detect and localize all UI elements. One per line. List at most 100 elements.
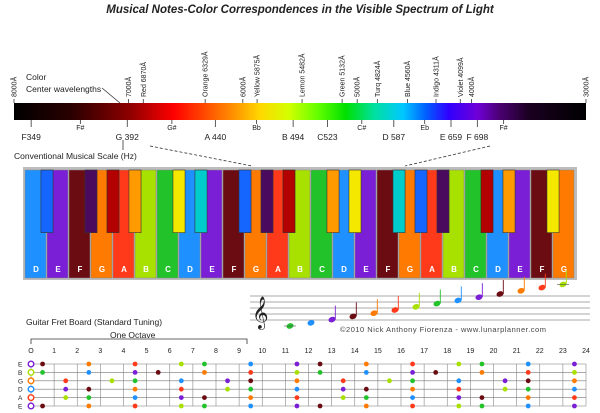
white-key-label: B bbox=[143, 265, 149, 274]
black-key bbox=[194, 169, 208, 233]
fret-note-dot bbox=[572, 361, 577, 367]
wavelength-label: 3000Å bbox=[582, 76, 591, 97]
fret-number: 24 bbox=[582, 348, 590, 355]
fret-number: 2 bbox=[75, 348, 79, 355]
fret-note-dot bbox=[363, 395, 369, 400]
fretboard-title: Guitar Fret Board (Standard Tuning) bbox=[26, 317, 163, 327]
fret-note-dot bbox=[109, 378, 115, 384]
white-key-label: C bbox=[165, 265, 171, 274]
white-key-label: F bbox=[540, 265, 545, 274]
fret-number: 14 bbox=[351, 348, 359, 355]
note-label: F 698 bbox=[466, 132, 488, 142]
black-key bbox=[260, 169, 274, 233]
staff-note bbox=[496, 291, 504, 297]
white-key-label: C bbox=[319, 265, 325, 274]
wavelength-label: Green 5132Å bbox=[338, 55, 347, 97]
string-label: E bbox=[18, 404, 23, 411]
scale-label: Conventional Musical Scale (Hz) bbox=[14, 151, 137, 161]
white-key-label: G bbox=[99, 265, 105, 274]
fret-note-dot bbox=[178, 403, 184, 409]
fret-note-dot bbox=[410, 361, 415, 367]
sharp-note-label: C# bbox=[357, 125, 366, 132]
fret-note-dot bbox=[86, 370, 92, 375]
fret-note-dot bbox=[363, 370, 369, 375]
open-string-marker bbox=[27, 385, 35, 393]
white-key-label: E bbox=[209, 265, 215, 274]
black-key bbox=[128, 169, 142, 233]
fret-note-dot bbox=[294, 361, 300, 367]
fret-note-dot bbox=[178, 386, 184, 392]
note-label: F349 bbox=[21, 132, 41, 142]
fret-note-dot bbox=[456, 361, 462, 367]
octave-label: One Octave bbox=[110, 330, 156, 340]
note-label: A 440 bbox=[204, 132, 226, 142]
white-key-label: G bbox=[407, 265, 413, 274]
fret-number: 22 bbox=[536, 348, 544, 355]
wavelength-label: Yellow 5875Å bbox=[253, 55, 262, 97]
fret-note-dot bbox=[86, 403, 92, 409]
fret-note-dot bbox=[178, 361, 184, 367]
fret-note-dot bbox=[294, 378, 300, 384]
staff-note bbox=[328, 316, 336, 323]
fret-note-dot bbox=[248, 361, 254, 367]
fret-note-dot bbox=[479, 370, 485, 375]
fret-note-dot bbox=[178, 395, 184, 400]
fret-note-dot bbox=[572, 370, 577, 375]
white-key-label: F bbox=[232, 265, 237, 274]
white-key-label: A bbox=[429, 265, 435, 274]
fret-note-dot bbox=[202, 370, 207, 375]
black-key bbox=[282, 169, 296, 233]
fret-note-dot bbox=[294, 386, 300, 392]
fret-note-dot bbox=[317, 403, 323, 409]
white-key-label: D bbox=[495, 265, 501, 274]
fret-note-dot bbox=[456, 386, 462, 392]
fret-number: 6 bbox=[168, 348, 172, 355]
fret-number: 20 bbox=[490, 348, 498, 355]
black-key bbox=[480, 169, 494, 233]
fret-note-dot bbox=[410, 395, 415, 400]
fret-note-dot bbox=[86, 361, 92, 367]
fret-note-dot bbox=[132, 386, 138, 392]
wavelength-label: 8000Å bbox=[10, 76, 19, 97]
fret-note-dot bbox=[202, 361, 207, 367]
open-string-marker bbox=[27, 377, 35, 385]
string-label: E bbox=[18, 362, 23, 369]
staff-note bbox=[391, 307, 399, 313]
fret-note-dot bbox=[40, 403, 45, 409]
staff-note bbox=[538, 284, 546, 291]
fret-number: 11 bbox=[282, 348, 289, 355]
fret-note-dot bbox=[410, 386, 415, 392]
white-key-label: B bbox=[297, 265, 303, 274]
fret-number: 18 bbox=[443, 348, 451, 355]
staff-note bbox=[433, 300, 441, 307]
white-key-label: D bbox=[187, 265, 193, 274]
fret-note-dot bbox=[363, 403, 369, 409]
fret-note-dot bbox=[155, 370, 161, 375]
fret-note-dot bbox=[132, 361, 138, 367]
fret-number: 5 bbox=[145, 348, 149, 355]
fret-number: 7 bbox=[191, 348, 195, 355]
white-key-label: F bbox=[386, 265, 391, 274]
note-label: C523 bbox=[317, 132, 338, 142]
fret-number: 16 bbox=[397, 348, 405, 355]
wavelength-label: Blue 4560Å bbox=[403, 60, 412, 97]
sharp-note-label: F# bbox=[76, 125, 84, 132]
fret-note-dot bbox=[525, 370, 531, 375]
wavelength-label: 7000Å bbox=[124, 76, 133, 97]
sharp-note-label: G# bbox=[167, 125, 176, 132]
staff-note bbox=[517, 287, 525, 294]
spectrum-center-label: Center wavelengths bbox=[26, 84, 102, 94]
note-label: E 659 bbox=[440, 132, 462, 142]
fret-note-dot bbox=[294, 395, 300, 400]
fret-note-dot bbox=[202, 403, 207, 409]
spectrum-color-label: Color bbox=[26, 72, 47, 82]
fret-note-dot bbox=[525, 395, 531, 400]
fret-note-dot bbox=[86, 395, 92, 400]
black-key bbox=[40, 169, 54, 233]
fret-note-dot bbox=[456, 378, 462, 384]
staff-note bbox=[475, 294, 483, 301]
string-label: B bbox=[18, 370, 22, 377]
white-key-label: A bbox=[121, 265, 127, 274]
white-key-label: G bbox=[561, 265, 567, 274]
